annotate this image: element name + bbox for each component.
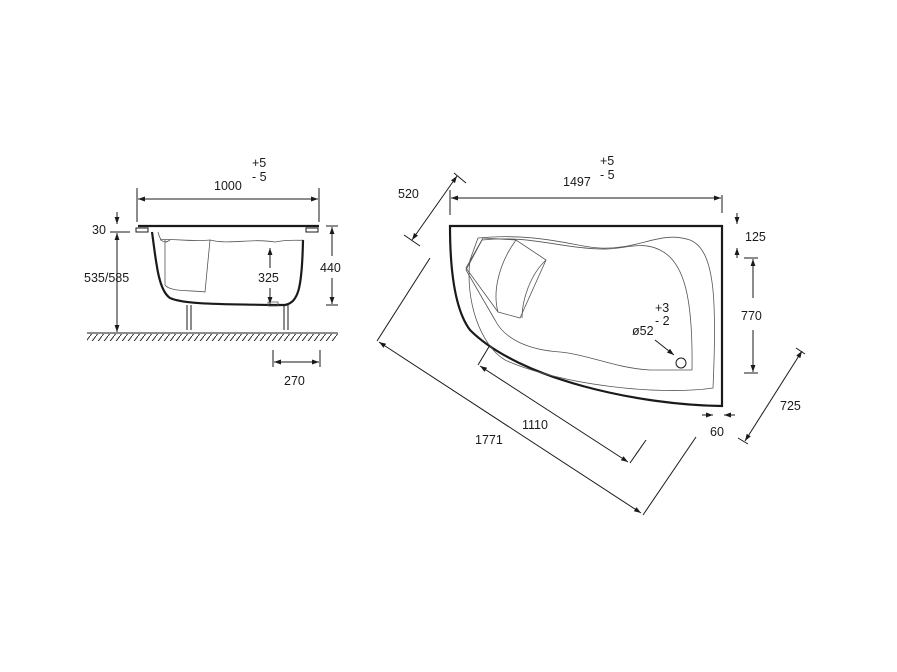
- rim-right-label: 60: [710, 425, 724, 439]
- side-view: 1000 +5 - 5 30 535/585 440 325 270: [84, 156, 341, 388]
- short-side-label: 725: [780, 399, 801, 413]
- leg-spacing-label: 270: [284, 374, 305, 388]
- height-label: 535/585: [84, 271, 129, 285]
- length-tol-minus: - 5: [600, 168, 615, 182]
- width-tol-minus: - 5: [252, 170, 267, 184]
- diagonal-label: 1771: [475, 433, 503, 447]
- top-view: 1497 +5 - 5 520 1771 1110 125 770 60 725…: [376, 154, 806, 516]
- inner-diagonal-label: 1110: [522, 418, 548, 432]
- inner-depth-label: 770: [741, 309, 762, 323]
- width-label: 1000: [214, 179, 242, 193]
- tub-side-outline: [135, 224, 319, 330]
- corner-cut-label: 520: [398, 187, 419, 201]
- rim-label: 30: [92, 223, 106, 237]
- length-tol-plus: +5: [600, 154, 614, 168]
- drain-tol-minus: - 2: [655, 314, 670, 328]
- tub-top-outline: [448, 224, 724, 408]
- floor: [87, 332, 338, 341]
- drain-arrow: [654, 339, 675, 356]
- water-depth-label: 325: [258, 271, 279, 285]
- drain-label: ø52: [632, 324, 654, 338]
- rim-top-label: 125: [745, 230, 766, 244]
- width-tol-plus: +5: [252, 156, 266, 170]
- depth-label: 440: [320, 261, 341, 275]
- length-label: 1497: [563, 175, 591, 189]
- drain-tol-plus: +3: [655, 301, 669, 315]
